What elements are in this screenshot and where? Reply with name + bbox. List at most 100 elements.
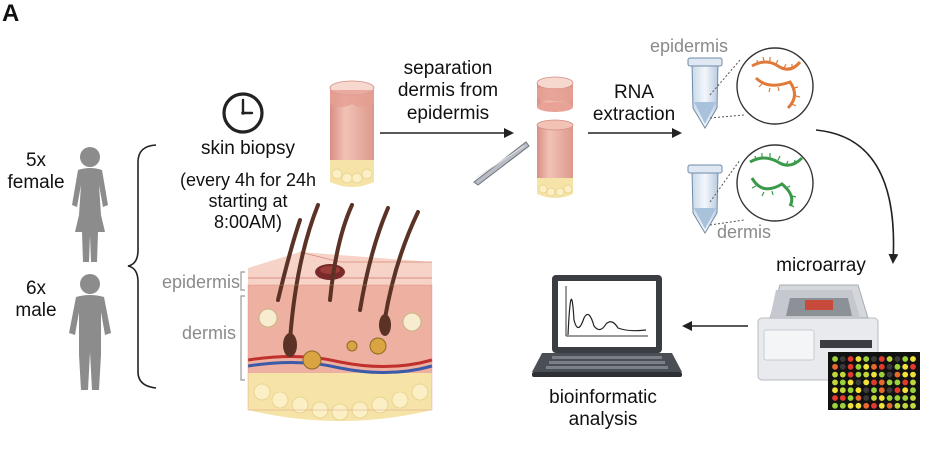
- chip-spot: [886, 387, 893, 394]
- chip-spot: [878, 387, 885, 394]
- chip-spot: [847, 371, 854, 378]
- chip-spot: [910, 387, 916, 394]
- separation-step-label: separation dermis from epidermis: [397, 58, 499, 124]
- chip-spot: [878, 371, 885, 378]
- tweezers-icon: [473, 141, 530, 186]
- chip-spot: [902, 379, 909, 386]
- chip-spot: [910, 402, 916, 409]
- chip-spot: [847, 363, 854, 370]
- chip-spot: [871, 356, 877, 362]
- chip-spot: [847, 402, 854, 409]
- chip-spot: [894, 356, 901, 362]
- chip-spot: [878, 356, 885, 362]
- chip-spot: [863, 387, 870, 394]
- chip-spot: [839, 371, 846, 378]
- chip-spot: [855, 356, 862, 362]
- chip-spot: [832, 402, 838, 409]
- chip-spot: [886, 356, 893, 362]
- skin-biopsy-label: skin biopsy: [201, 138, 295, 159]
- chip-spot: [871, 371, 877, 378]
- zoom-lines: [709, 59, 745, 226]
- epidermis-rna-icon: [736, 47, 814, 125]
- chip-spot: [839, 363, 846, 370]
- epidermis-layer-label: epidermis: [161, 272, 240, 292]
- chip-spot: [832, 363, 838, 370]
- chip-icon: [828, 352, 920, 410]
- chip-spot: [863, 395, 870, 401]
- male-figure-icon: [69, 274, 111, 390]
- chip-spot: [910, 379, 916, 386]
- chip-spot: [839, 379, 846, 386]
- chip-spot: [886, 363, 893, 370]
- chip-spot: [832, 395, 838, 401]
- subjects-brace: [127, 144, 157, 389]
- microarray-label: microarray: [776, 255, 866, 276]
- chip-spot: [871, 395, 877, 401]
- biopsy-schedule-label: (every 4h for 24h starting at 8:00AM): [179, 170, 317, 233]
- chip-spot: [910, 395, 916, 401]
- chip-spot: [894, 395, 901, 401]
- chip-spot: [855, 371, 862, 378]
- chip-spot: [894, 379, 901, 386]
- clock-icon: [222, 92, 264, 134]
- tube-icon: [687, 164, 723, 234]
- chip-spot: [871, 379, 877, 386]
- chip-spot: [886, 395, 893, 401]
- chip-spot: [902, 356, 909, 362]
- chip-spot: [894, 387, 901, 394]
- chip-spot: [878, 395, 885, 401]
- dermis-tube-label: dermis: [716, 222, 771, 242]
- chip-spot: [894, 402, 901, 409]
- chip-spot: [894, 371, 901, 378]
- rna-extraction-label: RNA extraction: [592, 82, 676, 126]
- chip-spot: [839, 387, 846, 394]
- tube-icon: [687, 57, 723, 129]
- chip-spot: [894, 363, 901, 370]
- chip-spot: [871, 363, 877, 370]
- chip-spot: [878, 402, 885, 409]
- chip-spot: [839, 395, 846, 401]
- chip-spot: [839, 402, 846, 409]
- chip-spot: [902, 402, 909, 409]
- chip-spot: [902, 395, 909, 401]
- chip-spot: [863, 379, 870, 386]
- dermis-layer-label: dermis: [181, 323, 236, 343]
- chip-spot: [847, 379, 854, 386]
- epidermis-tube-label: epidermis: [649, 36, 729, 56]
- chip-spot: [855, 387, 862, 394]
- chip-spot: [832, 379, 838, 386]
- chip-spot: [871, 387, 877, 394]
- chip-spot: [902, 363, 909, 370]
- dermis-rna-icon: [736, 144, 814, 222]
- laptop-icon: [532, 275, 682, 377]
- chip-spot: [863, 371, 870, 378]
- chip-spot: [855, 363, 862, 370]
- panel-label: A: [2, 0, 20, 27]
- chip-spot: [878, 363, 885, 370]
- chip-spot: [863, 363, 870, 370]
- chip-spot: [832, 371, 838, 378]
- chip-spot: [847, 356, 854, 362]
- chip-spot: [910, 356, 916, 362]
- chip-spot: [855, 379, 862, 386]
- bioinformatic-analysis-label: bioinformatic analysis: [549, 387, 657, 431]
- chip-spot: [855, 395, 862, 401]
- separated-cylinder-icon: [536, 76, 574, 198]
- chip-spot: [910, 363, 916, 370]
- arrow-to-microarray: [815, 129, 899, 264]
- chip-spot: [839, 356, 846, 362]
- chip-spot: [886, 402, 893, 409]
- female-count-label: 5x female: [7, 150, 65, 194]
- chip-spot: [886, 371, 893, 378]
- male-count-label: 6x male: [15, 278, 57, 322]
- skin-cross-section-icon: [247, 203, 433, 421]
- chip-spot: [847, 395, 854, 401]
- epidermis-bracket: [240, 271, 245, 291]
- female-figure-icon: [72, 147, 108, 262]
- chip-spot: [886, 379, 893, 386]
- dermis-bracket: [240, 295, 245, 381]
- chip-spot: [863, 356, 870, 362]
- chip-spot: [832, 387, 838, 394]
